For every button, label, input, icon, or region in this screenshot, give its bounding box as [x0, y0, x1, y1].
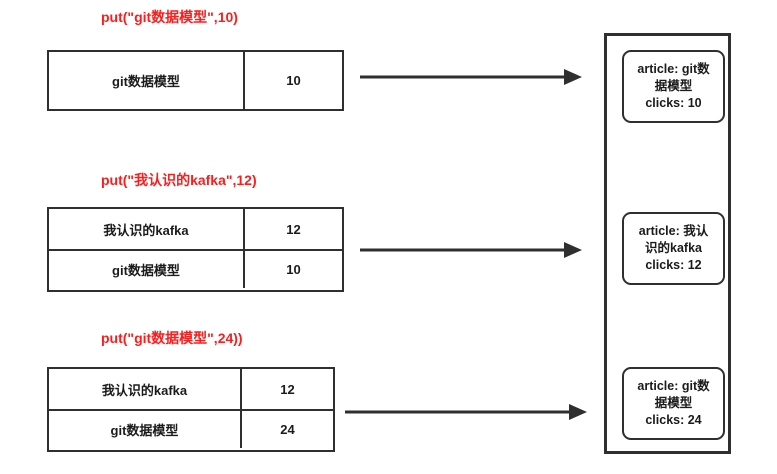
article-store-container: article: git数 据模型 clicks: 10 article: 我认… [604, 33, 731, 454]
article-card-3: article: git数 据模型 clicks: 24 [622, 367, 725, 440]
cache-value-cell: 12 [240, 369, 333, 409]
article-title-line-2: 识的kafka [645, 241, 702, 255]
cache-value-cell: 12 [243, 209, 342, 249]
flow-arrow-2 [360, 242, 582, 258]
put-caption-2: put("我认识的kafka",12) [101, 172, 257, 188]
put-caption-1: put("git数据模型",10) [101, 9, 238, 25]
table-row: git数据模型 10 [49, 249, 342, 288]
cache-key-cell: 我认识的kafka [103, 222, 189, 238]
cache-value-cell: 24 [240, 411, 333, 448]
article-clicks-line: clicks: 10 [645, 96, 702, 110]
cache-table-2: 我认识的kafka 12 git数据模型 10 [47, 207, 344, 292]
table-row: git数据模型 24 [49, 409, 333, 448]
article-title-line-1: article: git数 [637, 379, 710, 393]
article-title-line-1: article: 我认 [638, 224, 709, 238]
cache-key-cell: git数据模型 [112, 74, 180, 89]
article-clicks-line: clicks: 12 [645, 258, 702, 272]
article-title-line-2: 据模型 [654, 79, 693, 93]
article-clicks-line: clicks: 24 [645, 413, 702, 427]
article-card-2: article: 我认 识的kafka clicks: 12 [622, 212, 725, 285]
cache-key-cell: git数据模型 [112, 263, 180, 278]
put-caption-3: put("git数据模型",24)) [101, 330, 243, 346]
table-row: 我认识的kafka 12 [49, 369, 333, 409]
cache-key-cell: git数据模型 [110, 423, 179, 438]
cache-value-cell: 10 [243, 52, 342, 109]
table-row: 我认识的kafka 12 [49, 209, 342, 249]
article-card-1: article: git数 据模型 clicks: 10 [622, 50, 725, 123]
cache-key-cell: 我认识的kafka [101, 382, 188, 398]
cache-table-3: 我认识的kafka 12 git数据模型 24 [47, 367, 335, 452]
flow-arrow-1 [360, 69, 582, 85]
article-title-line-1: article: git数 [637, 62, 710, 76]
cache-value-cell: 10 [243, 251, 342, 288]
cache-table-1: git数据模型 10 [47, 50, 344, 111]
article-title-line-2: 据模型 [654, 396, 693, 410]
table-row: git数据模型 10 [49, 52, 342, 109]
flow-arrow-3 [345, 404, 587, 420]
